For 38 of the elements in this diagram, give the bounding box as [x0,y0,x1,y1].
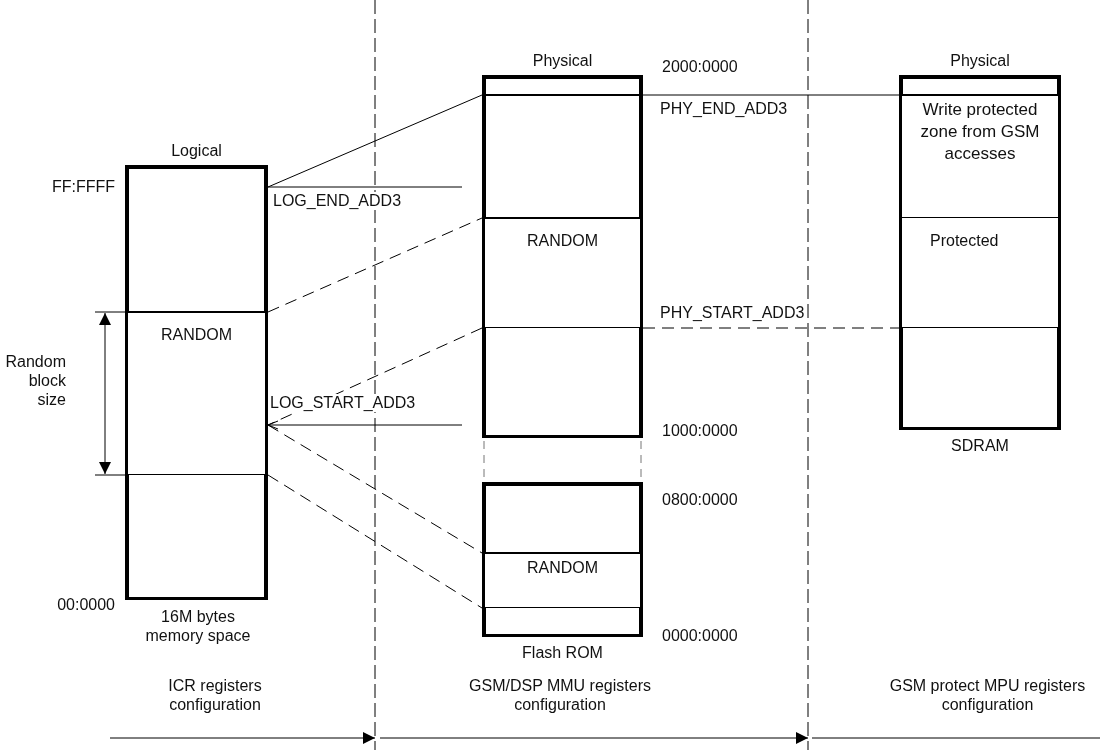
memory-region [485,94,640,219]
block-title: Logical [171,142,222,160]
address-label: 0800:0000 [662,490,739,509]
address-label: 00:0000 [56,595,115,614]
mapping-line [642,327,900,329]
address-label: 1000:0000 [662,421,739,440]
mapping-line [642,94,900,96]
memory-region [902,327,1058,428]
memory-region: RANDOM [485,552,640,608]
edge-label: LOG_END_ADD3 [271,192,404,210]
address-label: 16M bytes memory space [144,607,252,645]
edge-label: PHY_END_ADD3 [658,100,790,118]
mapping-line [267,474,483,609]
memory-region: RANDOM [128,311,265,475]
block-title: SDRAM [951,437,1009,455]
arrow [267,420,463,430]
memory-region [128,168,265,313]
memory-region: Protected [902,217,1058,328]
mapping-line [267,217,483,313]
address-label: 0000:0000 [662,626,739,645]
memory-region [485,485,640,554]
memory-region: RANDOM [485,217,640,328]
mapping-line [267,186,463,188]
memory-region: Write protected zone from GSM accesses [902,94,1058,218]
mapping-line [267,424,483,554]
block-title: Physical [532,52,593,70]
address-label: FF:FFFF [50,177,115,196]
block-title: Physical [950,52,1010,70]
edge-label: PHY_START_ADD3 [658,304,807,322]
memory-region [485,607,640,635]
memory-region [485,78,640,96]
memory-region [902,78,1058,96]
memory-region [128,474,265,598]
edge-label: LOG_START_ADD3 [268,394,418,412]
mapping-line [267,94,483,188]
address-label: 2000:0000 [662,57,739,76]
block-title: Flash ROM [522,644,603,662]
memory-region [485,327,640,436]
